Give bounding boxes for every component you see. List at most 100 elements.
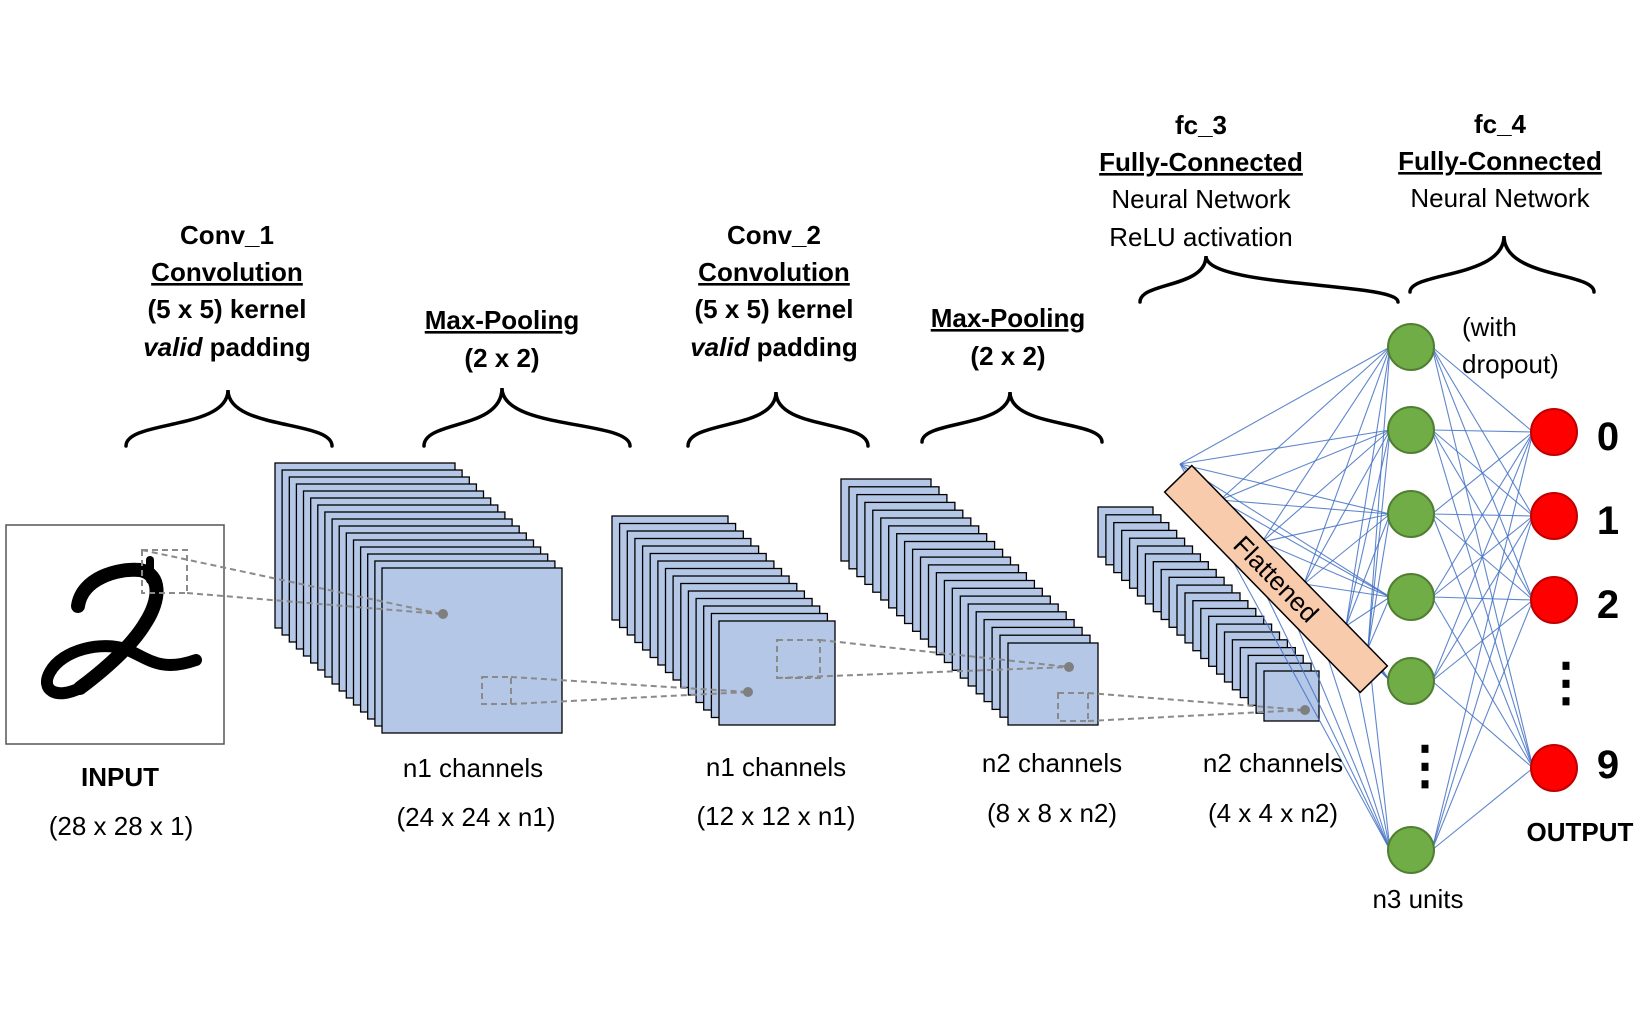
pool1-size: (2 x 2) (464, 343, 539, 373)
v3-dims: (8 x 8 x n2) (987, 798, 1117, 828)
v4-dims: (4 x 4 x n2) (1208, 798, 1338, 828)
fc4-edge (1431, 599, 1534, 851)
pool2-feature-map-stack (1097, 506, 1320, 722)
conv2-kernel: (5 x 5) kernel (695, 294, 854, 324)
fc4-edge (1431, 431, 1534, 851)
conv2-labels: Conv_2 Convolution (5 x 5) kernel valid … (690, 220, 858, 362)
fc3-edge (1345, 513, 1391, 627)
fc3-edge (1261, 429, 1391, 543)
v1-dims: (24 x 24 x n1) (397, 802, 556, 832)
output-label: OUTPUT (1527, 817, 1634, 847)
hidden-node (1387, 573, 1435, 621)
fc4-labels: fc_4 Fully-Connected Neural Network (wit… (1398, 109, 1602, 379)
fc4-edge (1431, 431, 1534, 682)
conv1-brace (124, 389, 334, 448)
receptive-field-connections (141, 549, 1310, 722)
v1-channels: n1 channels (403, 753, 543, 783)
output-node (1530, 744, 1578, 792)
fc3-line2: ReLU activation (1109, 222, 1293, 252)
fc4-edge (1431, 515, 1534, 682)
hidden-node (1387, 657, 1435, 705)
conv1-padding: valid padding (143, 332, 311, 362)
feature-map (1007, 642, 1099, 726)
output-node (1530, 408, 1578, 456)
fc3-edge (1367, 596, 1391, 649)
output-ellipsis: ⋮ (1540, 654, 1592, 712)
fc3-edge (1219, 346, 1391, 501)
v4-channels: n2 channels (1203, 748, 1343, 778)
input-image (5, 524, 225, 745)
fc4-brace (1408, 235, 1596, 294)
hidden-node (1387, 490, 1435, 538)
input-dims: (28 x 28 x 1) (49, 811, 194, 841)
fc3-edge (1261, 541, 1391, 598)
input-label: INPUT (81, 762, 159, 792)
fc3-connections (1179, 346, 1391, 851)
pool2-type: Max-Pooling (931, 303, 1086, 333)
pool2-size: (2 x 2) (970, 341, 1045, 371)
v2-channels: n1 channels (706, 752, 846, 782)
fc3-edge (1179, 463, 1391, 598)
hidden-ellipsis: ⋮ (1399, 737, 1451, 795)
fc3-edge (1179, 463, 1391, 515)
fc4-edge (1431, 515, 1534, 851)
fc3-line1: Neural Network (1111, 184, 1291, 214)
conv2-padding: valid padding (690, 332, 858, 362)
v3-channels: n2 channels (982, 748, 1122, 778)
fc3-hidden-nodes (1387, 323, 1435, 874)
fc3-edge (1345, 596, 1391, 627)
fc3-edge (1303, 513, 1391, 585)
fc4-dropout-2: dropout) (1462, 349, 1559, 379)
pool2-brace (920, 391, 1104, 444)
fc4-edge (1431, 429, 1534, 433)
hidden-node (1387, 406, 1435, 454)
fc4-edge (1431, 767, 1534, 851)
fc4-edge (1431, 431, 1534, 598)
fc3-edge (1367, 429, 1391, 649)
handwritten-digit-2 (41, 556, 202, 700)
output-digit-9: 9 (1597, 743, 1619, 787)
output-digit-1: 1 (1597, 499, 1619, 543)
fc3-labels: fc_3 Fully-Connected Neural Network ReLU… (1099, 110, 1303, 252)
feature-map (1263, 670, 1320, 722)
hidden-node (1387, 826, 1435, 874)
conv2-name: Conv_2 (727, 220, 821, 250)
fc3-edge (1219, 499, 1391, 598)
fc3-name: fc_3 (1175, 110, 1227, 140)
conv2-brace (686, 391, 870, 448)
fc3-edge (1303, 346, 1391, 585)
pool1-feature-map-stack (611, 515, 836, 726)
conv2-type: Convolution (698, 257, 850, 287)
fc3-brace (1138, 255, 1400, 304)
fc4-line1: Neural Network (1410, 183, 1590, 213)
pool2-labels: Max-Pooling (2 x 2) (931, 303, 1086, 371)
output-node (1530, 576, 1578, 624)
fc3-edge (1345, 346, 1391, 627)
feature-map (718, 620, 836, 726)
fc3-edge (1179, 429, 1391, 465)
conv1-kernel: (5 x 5) kernel (148, 294, 307, 324)
pool1-brace (422, 387, 632, 448)
fc3-edge (1219, 429, 1391, 501)
fc4-type: Fully-Connected (1398, 146, 1602, 176)
pool1-labels: Max-Pooling (2 x 2) (425, 305, 580, 373)
output-digit-2: 2 (1597, 583, 1619, 627)
hidden-node (1387, 323, 1435, 371)
fc3-edge (1179, 346, 1391, 465)
conv2-feature-map-stack (840, 478, 1099, 726)
layer-braces (124, 235, 1596, 448)
fc3-edge (1345, 429, 1391, 627)
feature-map (381, 567, 563, 734)
fc4-edge (1431, 346, 1534, 433)
fc3-edge (1261, 346, 1391, 543)
hidden-units-label: n3 units (1372, 884, 1463, 914)
fc4-output-nodes (1530, 408, 1578, 792)
conv1-type: Convolution (151, 257, 303, 287)
v2-dims: (12 x 12 x n1) (697, 801, 856, 831)
output-digit-0: 0 (1597, 415, 1619, 459)
pool1-type: Max-Pooling (425, 305, 580, 335)
fc3-edge (1261, 513, 1391, 543)
conv1-labels: Conv_1 Convolution (5 x 5) kernel valid … (143, 220, 311, 362)
fc3-edge (1303, 583, 1391, 598)
